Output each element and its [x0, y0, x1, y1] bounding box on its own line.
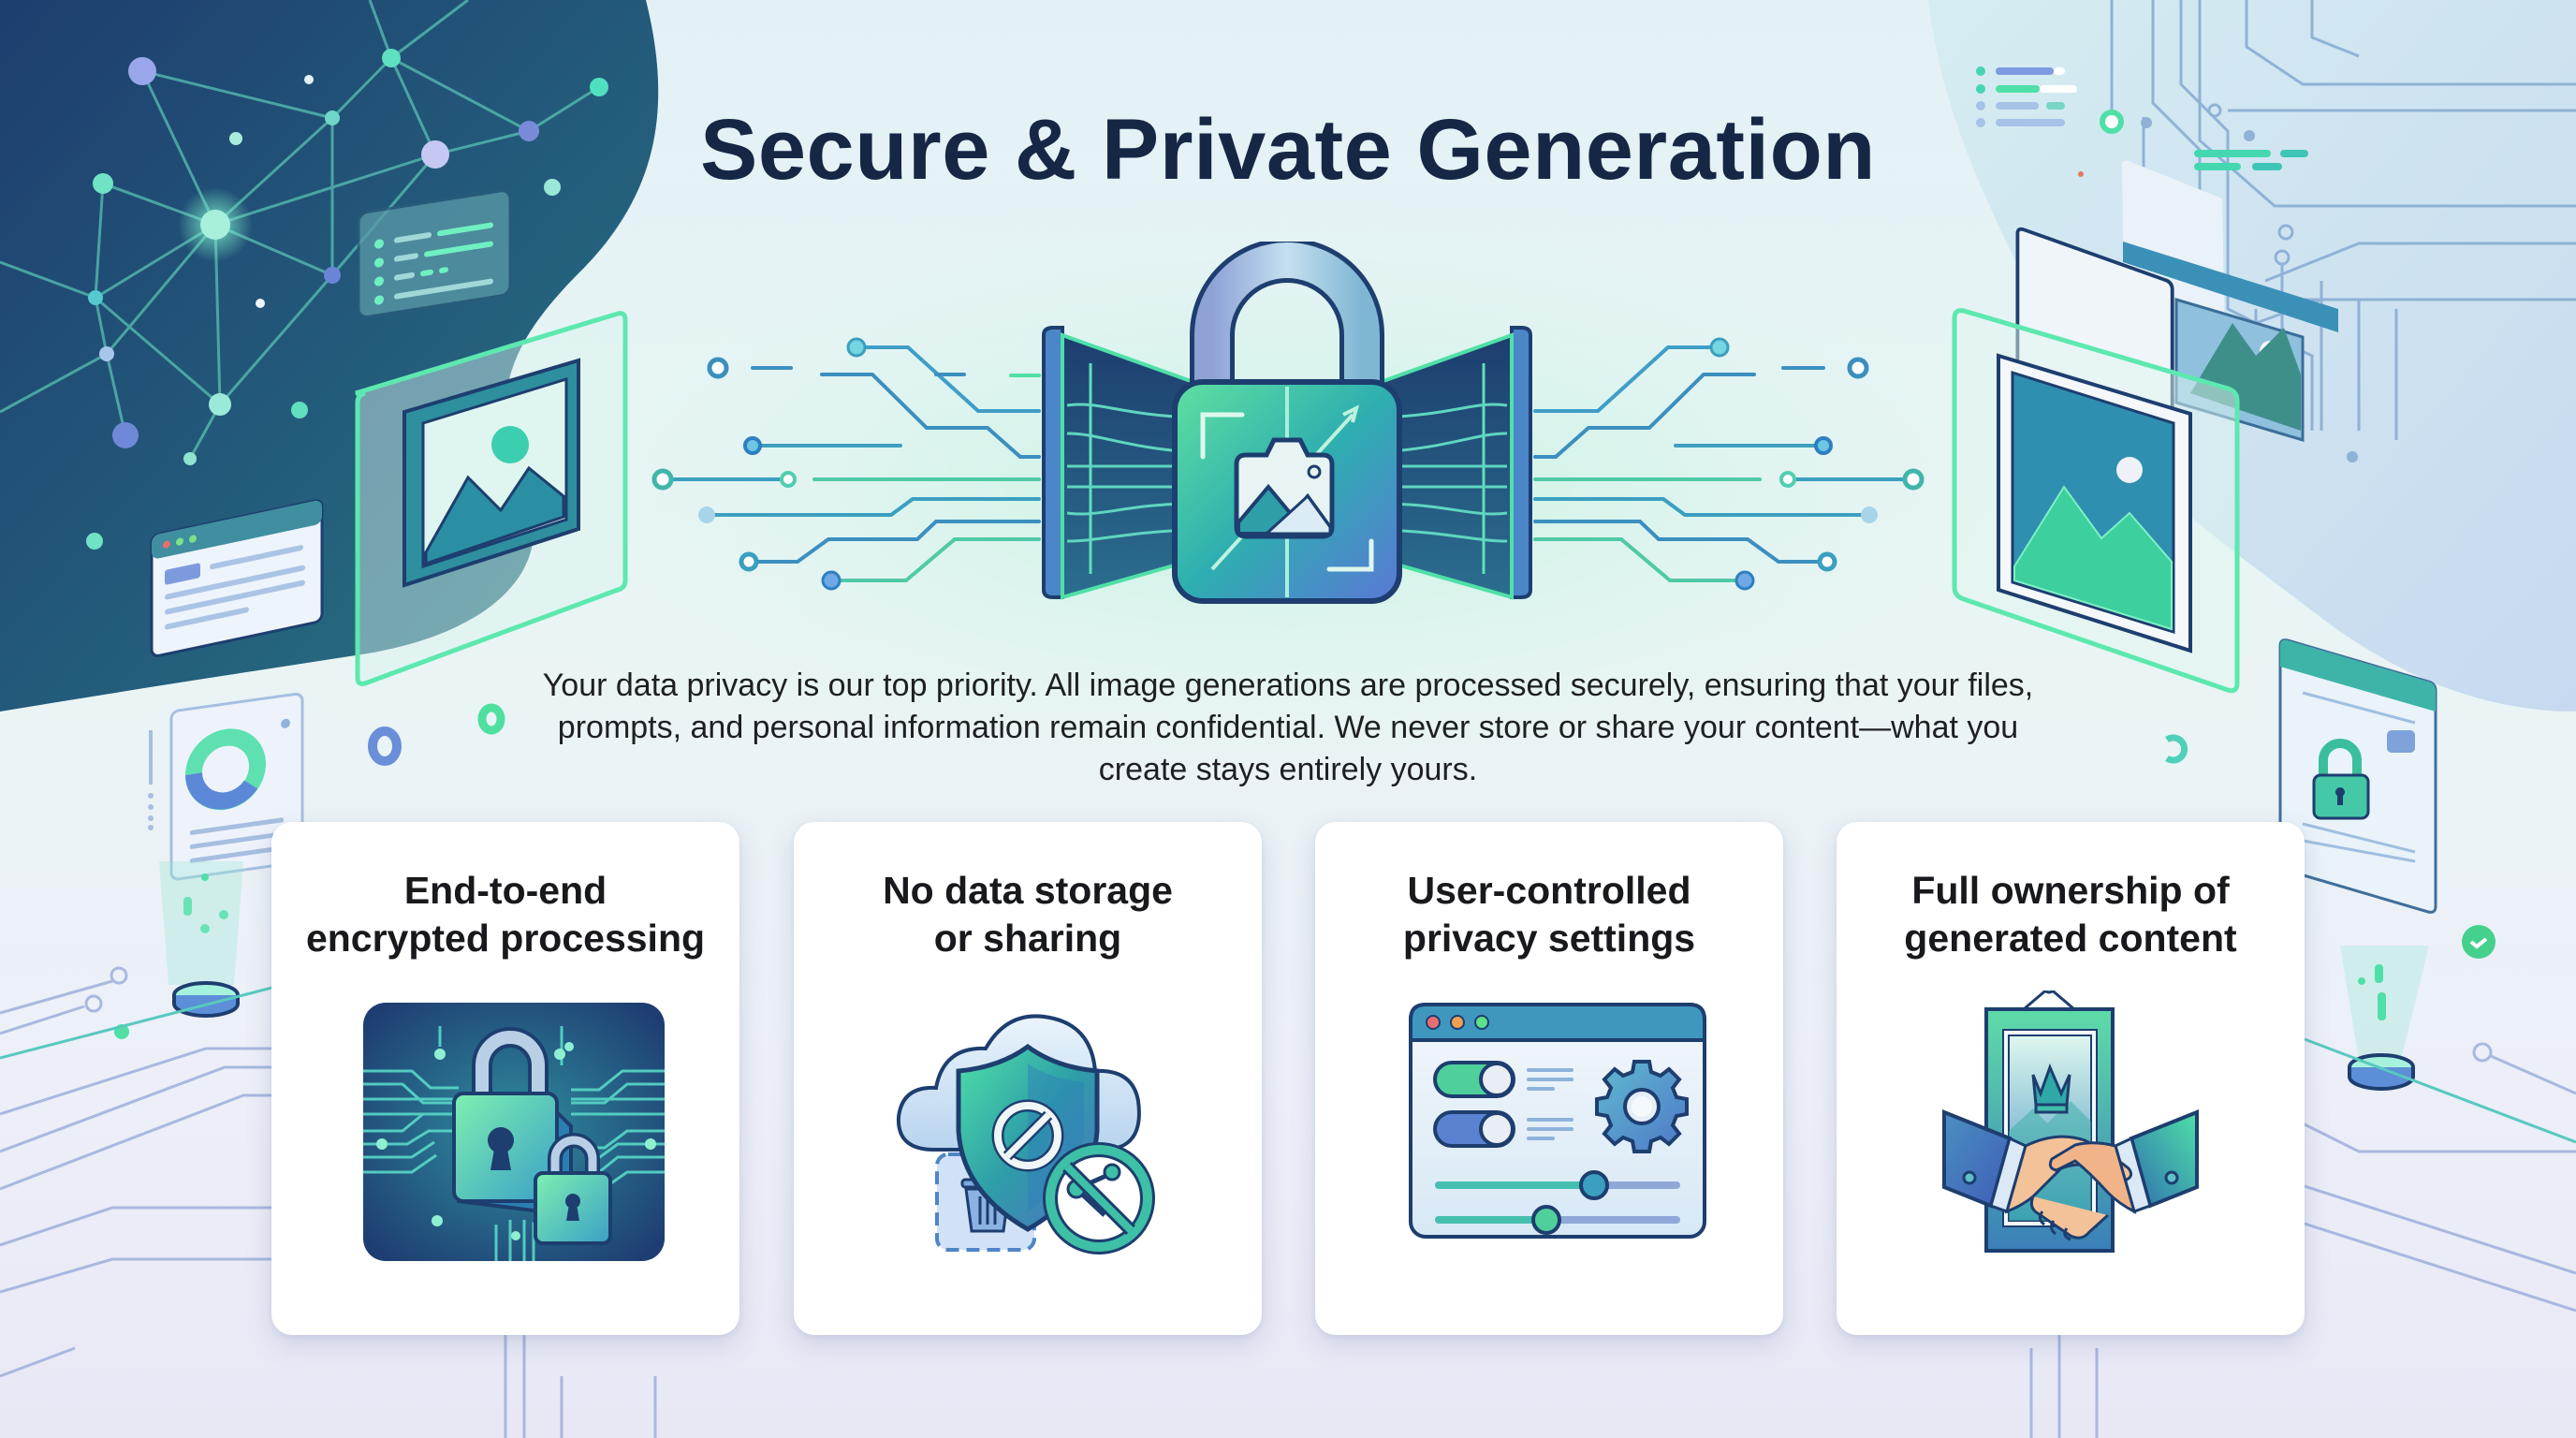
settings-toggles-window-icon	[1409, 1003, 1706, 1239]
feature-title: End-to-end encrypted processing	[305, 869, 706, 960]
feature-title: User-controlled privacy settings	[1402, 869, 1696, 960]
cloud-shield-no-share-icon	[896, 1014, 1155, 1255]
feature-card-ownership: Full ownership of generated content	[1837, 822, 2305, 1335]
encrypted-padlocks-icon	[363, 1003, 665, 1261]
feature-card-privacy-settings: User-controlled privacy settings	[1315, 822, 1783, 1335]
feature-card-no-storage: No data storage or sharing	[794, 822, 1262, 1335]
page-title: Secure & Private Generation	[700, 102, 1876, 198]
page-description: Your data privacy is our top priority. A…	[542, 668, 2034, 787]
handshake-frame-crown-icon	[1942, 990, 2199, 1253]
feature-title: No data storage or sharing	[883, 869, 1173, 960]
feature-card-encryption: End-to-end encrypted processing	[271, 822, 739, 1335]
feature-title: Full ownership of generated content	[1904, 869, 2237, 960]
padlock-with-image-icon	[1042, 242, 1532, 604]
